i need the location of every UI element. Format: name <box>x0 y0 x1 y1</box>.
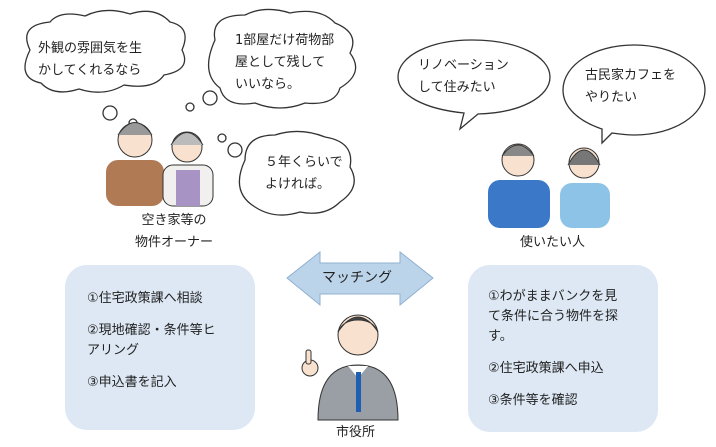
owner-step: ②現地確認・条件等ヒ アリング <box>87 323 216 358</box>
thought-line: 1部屋だけ荷物部 <box>235 33 335 48</box>
user-step: ②住宅政策課へ申込 <box>488 361 604 376</box>
user-speech-2: 古民家カフェを やりたい <box>585 65 676 109</box>
speech-line: して住みたい <box>418 80 496 95</box>
speech-bubble-2 <box>562 44 706 145</box>
speech-bubble-1 <box>397 39 551 131</box>
owner-steps-box: ①住宅政策課へ相談 ②現地確認・条件等ヒ アリング ③申込書を記入 <box>65 265 255 430</box>
matching-arrow <box>286 250 434 307</box>
matching-label: マッチング <box>322 270 392 286</box>
user-step: ①わがままバンクを見 て条件に合う物件を探 す。 <box>488 289 619 344</box>
thought-dot <box>227 142 243 158</box>
thought-line: よければ。 <box>265 177 331 192</box>
owner-step: ③申込書を記入 <box>87 375 177 390</box>
thought-dot <box>102 105 118 121</box>
owner-label: 空き家等の 物件オーナー <box>126 210 222 254</box>
owner-label-line: 空き家等の <box>141 213 207 228</box>
official-label: 市役所 <box>336 425 376 440</box>
thought-line: いいなら。 <box>235 77 301 92</box>
user-label: 使いたい人 <box>520 235 586 250</box>
official-illustration <box>301 314 399 421</box>
thought-cloud-3 <box>238 130 355 216</box>
owner-step: ①住宅政策課へ相談 <box>87 291 203 306</box>
user-steps-box: ①わがままバンクを見 て条件に合う物件を探 す。 ②住宅政策課へ申込 ③条件等を… <box>468 265 658 432</box>
owner-thought-2: 1部屋だけ荷物部 屋として残して いいなら。 <box>235 30 334 96</box>
owner-thought-1: 外観の雰囲気を生 かしてくれるなら <box>38 38 142 82</box>
thought-line: 屋として残して <box>235 55 326 70</box>
thought-line: かしてくれるなら <box>38 63 142 78</box>
speech-line: 古民家カフェを <box>585 68 677 83</box>
user-speech-1: リノベーション して住みたい <box>418 55 509 99</box>
owner-thought-3: ５年くらいで よければ。 <box>265 152 343 196</box>
thought-line: 外観の雰囲気を生 <box>38 41 143 56</box>
speech-line: やりたい <box>585 90 638 105</box>
thought-dot <box>217 133 227 143</box>
thought-line: ５年くらいで <box>265 155 343 170</box>
owner-couple-illustration <box>106 122 214 207</box>
thought-cloud-1 <box>24 9 186 93</box>
user-step: ③条件等を確認 <box>488 393 578 408</box>
owner-label-line: 物件オーナー <box>134 235 213 250</box>
thought-cloud-2 <box>208 8 357 109</box>
thought-dot <box>202 90 218 106</box>
user-couple-illustration <box>488 143 610 228</box>
thought-dot <box>185 102 195 112</box>
speech-line: リノベーション <box>418 58 509 73</box>
